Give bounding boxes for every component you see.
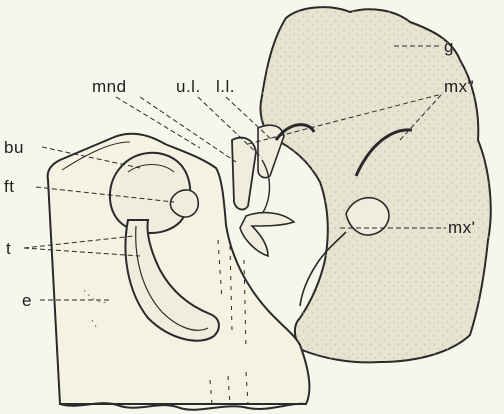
- label-epidermis: e: [22, 292, 32, 309]
- label-tube: t: [6, 240, 11, 257]
- label-mandible: mnd: [92, 78, 127, 95]
- label-head: g: [444, 38, 454, 55]
- label-lower-lip: l.l.: [216, 78, 235, 95]
- maxilla-first: [240, 213, 294, 256]
- foot: [170, 190, 198, 217]
- label-second-maxilla: mx": [444, 78, 474, 95]
- label-first-maxilla: mx': [448, 219, 475, 236]
- head-mass-stipple: [260, 7, 490, 362]
- label-upper-lip: u.l.: [176, 78, 201, 95]
- label-foot: ft: [4, 178, 14, 195]
- label-bulb: bu: [4, 139, 24, 156]
